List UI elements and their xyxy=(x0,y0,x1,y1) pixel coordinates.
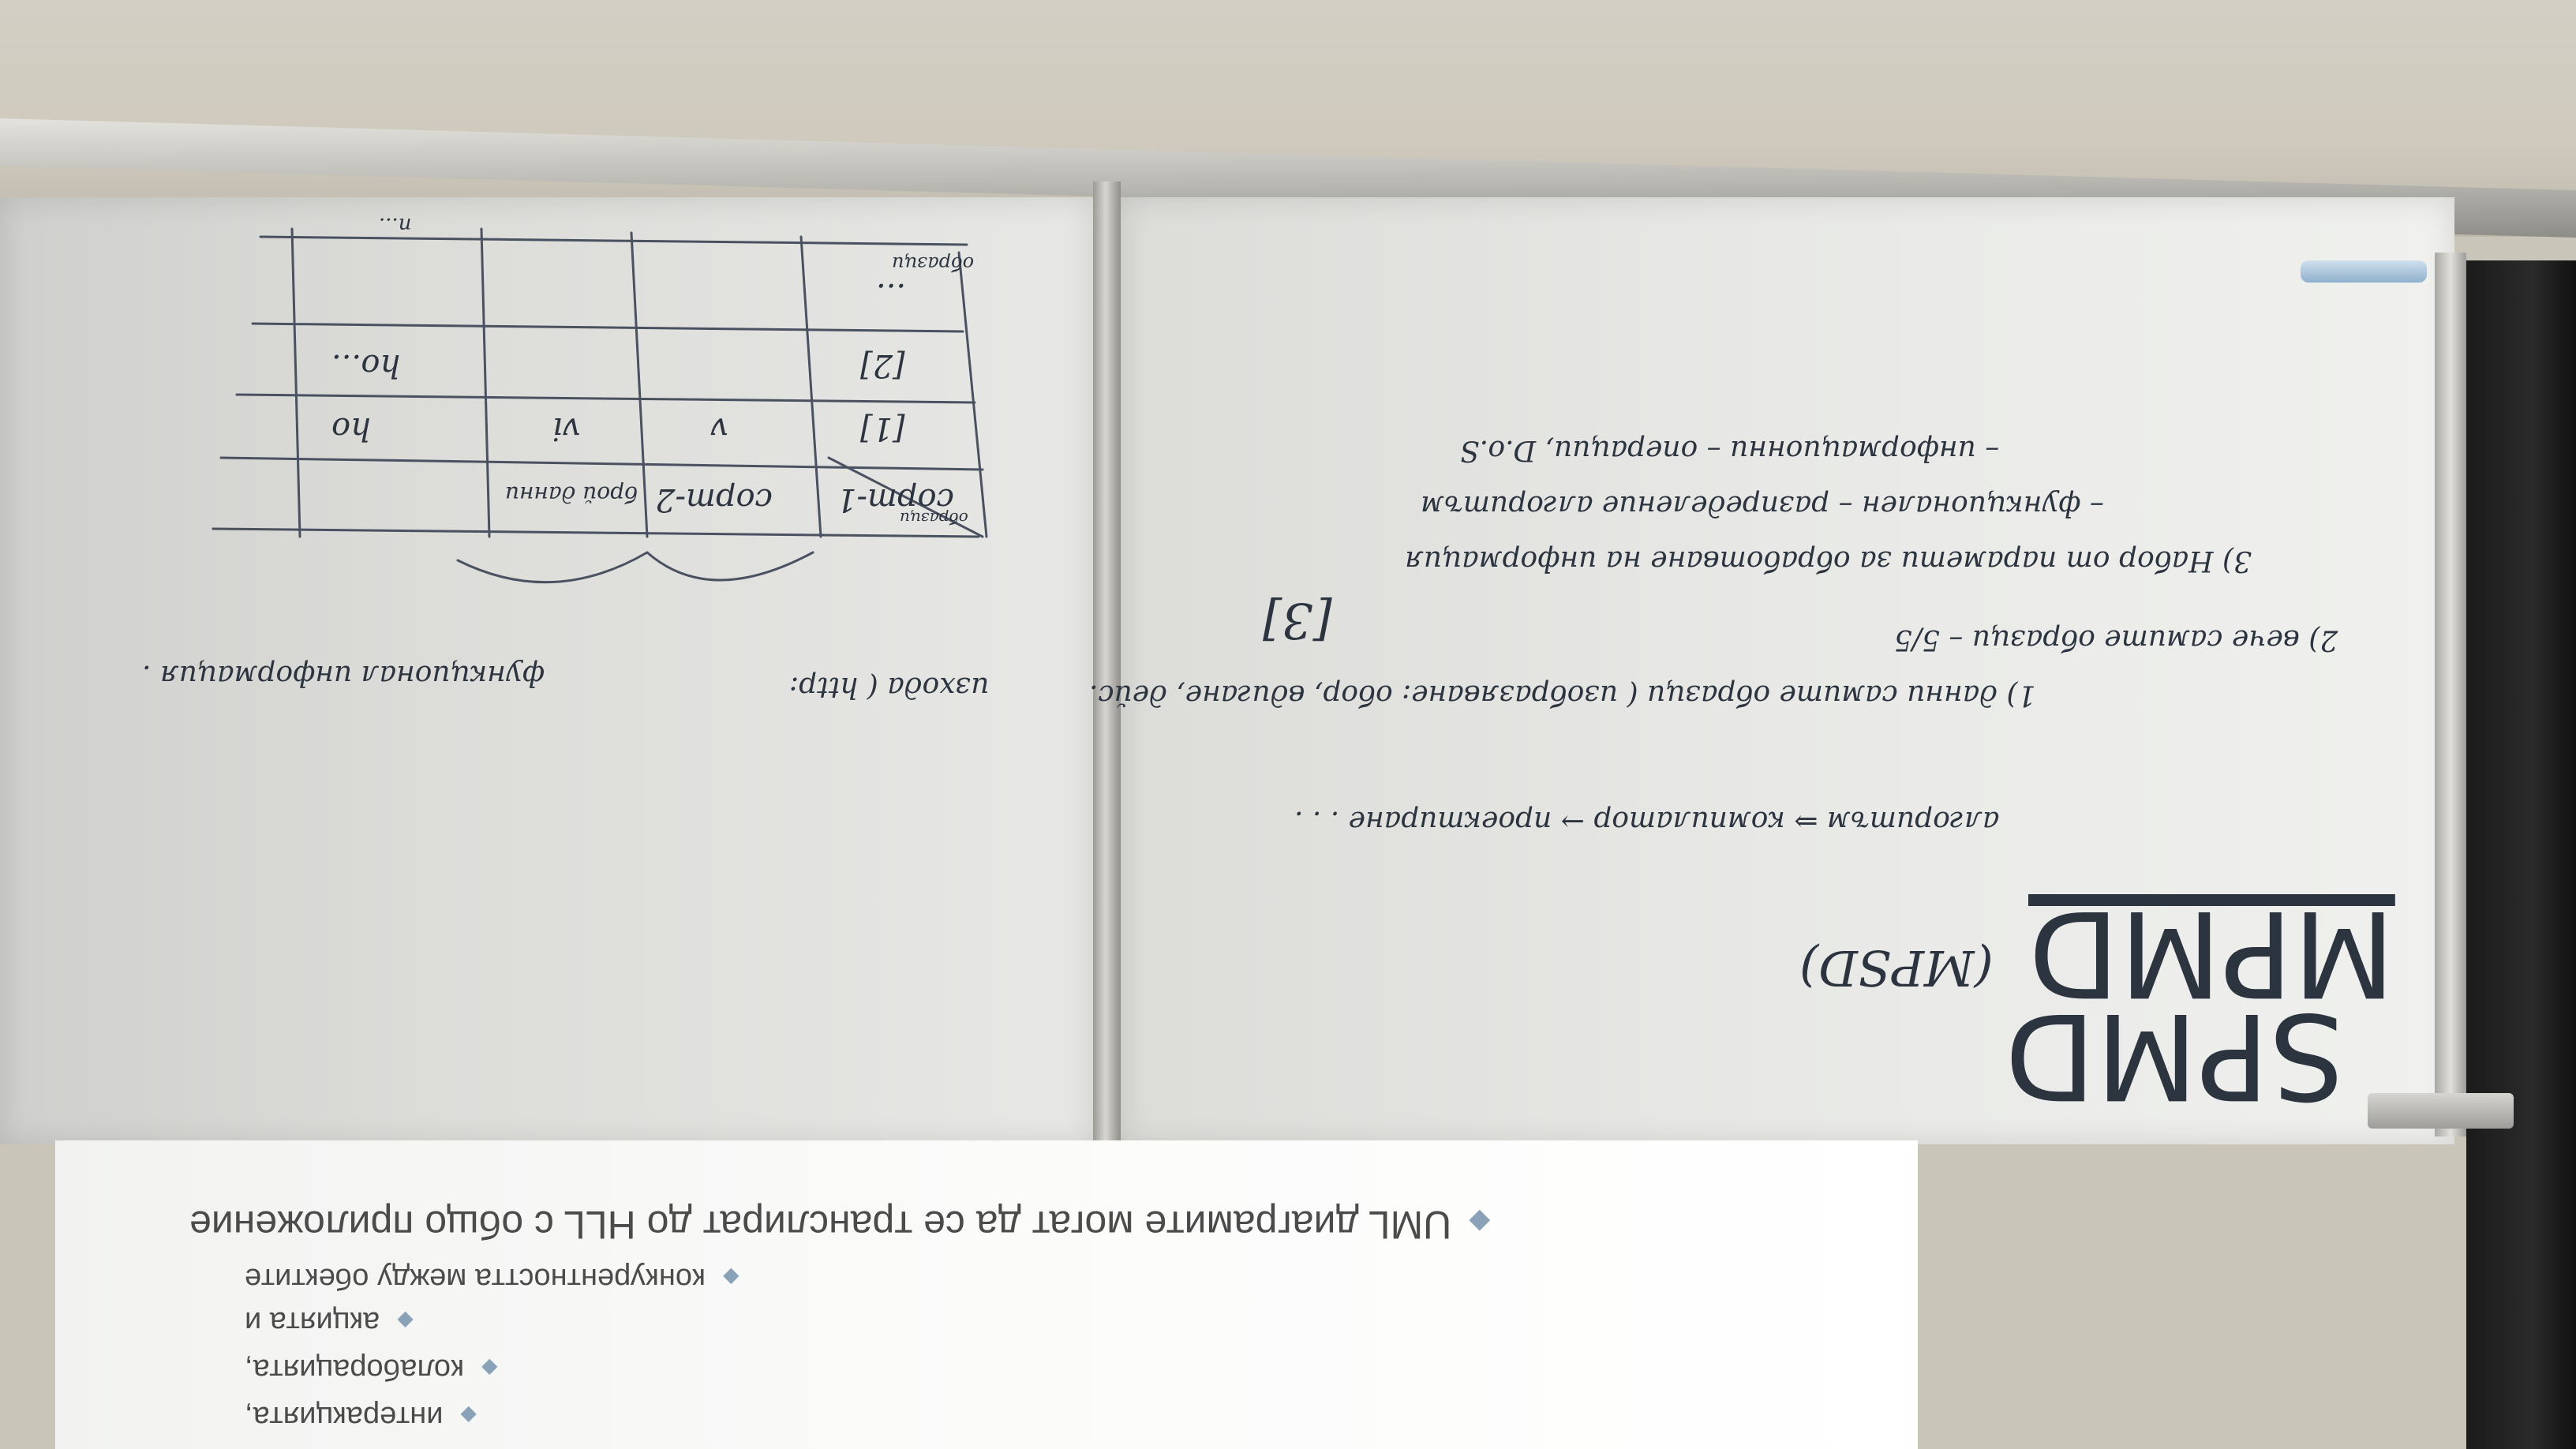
slide-bullet-1: ◆ интеракцията, xyxy=(245,1399,477,1433)
slide-bullet-1-text: интеракцията, xyxy=(245,1400,444,1433)
marker xyxy=(2301,260,2427,283)
table-header-3: брой данни xyxy=(505,481,638,507)
dash-2: – информационни – операции, D.o.S xyxy=(1460,434,2000,466)
bullet-icon: ◆ xyxy=(397,1309,414,1333)
item-3: 3) Набор от парамети за обработване на и… xyxy=(1405,545,2252,577)
dark-wall-edge xyxy=(2466,260,2576,1449)
slide-main-bullet: ◆ UML диаграмите могат да се транслират д… xyxy=(189,1202,1490,1248)
table-row-2-label: [2] xyxy=(860,347,905,384)
table-row-1-label: [1] xyxy=(860,410,905,447)
table-row-3-label: ... xyxy=(876,276,907,313)
whiteboard-divider xyxy=(1093,182,1121,1152)
table-row-1-c3: ho xyxy=(331,410,371,447)
table-row-1-c2: vi xyxy=(552,410,581,447)
bullet-icon: ◆ xyxy=(460,1403,477,1428)
item-2: 2) вече самите образци – 5/5 xyxy=(1894,623,2338,656)
slide-bullet-4: ◆ конкурентността между обектите xyxy=(245,1261,739,1295)
projected-slide: ◆ интеракцията, ◆ колаборацията, ◆ акцията … xyxy=(55,1140,1918,1449)
whiteboard-writing: SPMD MPMD (MPSD) алгоритъм ⇒ компилатор … xyxy=(0,197,2454,1144)
whiteboard-left-panel xyxy=(0,197,1093,1144)
flow-line: алгоритъм ⇒ компилатор → проектиране . .… xyxy=(1294,805,2000,837)
slide-bullet-2: ◆ колаборацията, xyxy=(245,1352,498,1386)
item-1: 1) данни самите образци ( изобразяване: … xyxy=(1089,679,2036,711)
table-corner: образци xyxy=(900,509,968,528)
table-row-2-c3: ho... xyxy=(331,347,401,384)
bullet-icon: ◆ xyxy=(1469,1207,1491,1238)
table-top-note: n... xyxy=(379,213,412,237)
slide-bullet-3-text: акцията и xyxy=(245,1305,380,1339)
title-mpmd: MPMD xyxy=(2028,884,2395,1021)
slide-bullet-2-text: колаборацията, xyxy=(245,1353,465,1386)
item-3-box: [3] xyxy=(1263,592,1332,650)
table-header-2: сорт-2 xyxy=(655,481,773,518)
bullet-icon: ◆ xyxy=(723,1265,739,1290)
title-mpsd: (MPSD) xyxy=(1799,939,1994,997)
slide-bullet-3: ◆ акцията и xyxy=(245,1305,414,1339)
whiteboard-right-frame xyxy=(2435,253,2466,1136)
table-side-label: образци xyxy=(892,253,975,275)
whiteboard-right-panel xyxy=(1121,197,2454,1144)
bullet-icon: ◆ xyxy=(481,1356,498,1380)
table-grid xyxy=(212,227,988,584)
table-row-1-c1: v xyxy=(710,410,728,447)
dash-1: – функционален – разпределение алгоритъм xyxy=(1421,489,2104,522)
board-clip xyxy=(2368,1093,2514,1129)
slide-bullet-4-text: конкурентността между обектите xyxy=(245,1262,706,1295)
slide-main-bullet-text: UML диаграмите могат да се транслират до… xyxy=(189,1203,1452,1247)
